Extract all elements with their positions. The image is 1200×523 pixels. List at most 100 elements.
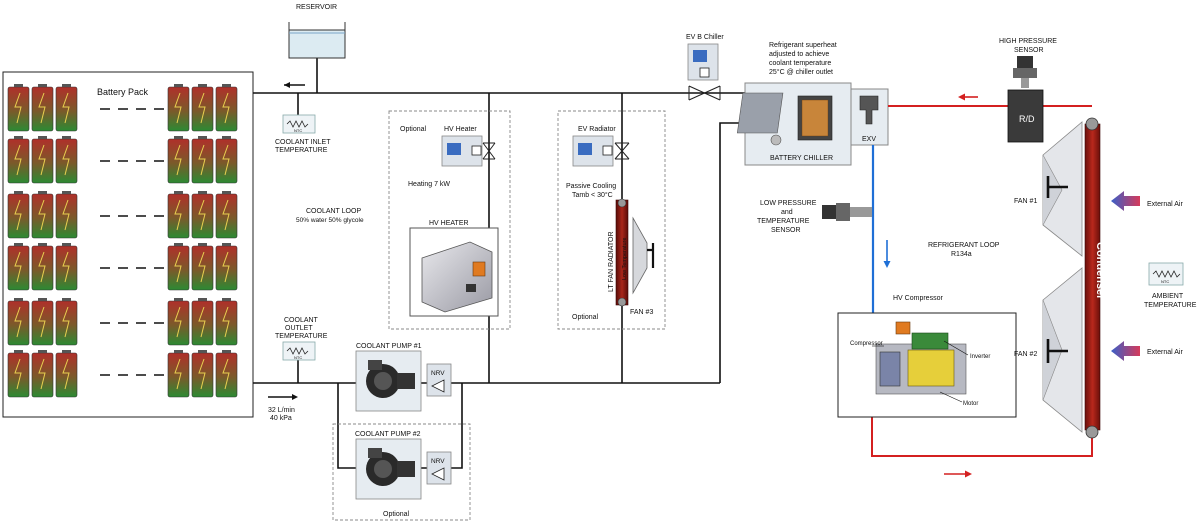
- coolant-pump-1-icon: [366, 360, 415, 398]
- battery-cell: [167, 352, 190, 398]
- battery-cell-bolt: [38, 199, 46, 231]
- battery-cell-bolt: [198, 251, 206, 283]
- external-air-arrow-1: [1111, 191, 1140, 211]
- pressure-label: 40 kPa: [270, 415, 292, 422]
- refrigerant-loop-label-1: REFRIGERANT LOOP: [928, 242, 1000, 249]
- nrv-1-label: NRV: [431, 370, 445, 377]
- battery-cell-terminal: [14, 84, 23, 87]
- nrv-2-box: [426, 451, 452, 485]
- battery-cell-bolt: [14, 92, 22, 124]
- battery-cell-terminal: [198, 191, 207, 194]
- battery-cell: [215, 193, 238, 239]
- coolant-pump-2-label: COOLANT PUMP #2: [355, 431, 421, 438]
- refrigerant-loop-label-2: R134a: [951, 251, 972, 258]
- battery-pack-label: Battery Pack: [97, 87, 149, 97]
- battery-cell: [55, 352, 78, 398]
- battery-cell-terminal: [14, 298, 23, 301]
- battery-cell-bolt: [198, 92, 206, 124]
- condenser-label: Condenser: [1094, 242, 1106, 300]
- external-air-label-2: External Air: [1147, 349, 1183, 356]
- battery-cell-terminal: [222, 350, 231, 353]
- hv-heater-valve-icon: [482, 142, 496, 160]
- battery-cell: [191, 245, 214, 291]
- battery-cell: [7, 245, 30, 291]
- low-pressure-label-1: LOW PRESSURE: [760, 200, 817, 207]
- nrv-2-icon: [431, 467, 445, 481]
- battery-cell: [167, 86, 190, 132]
- battery-cell-terminal: [38, 84, 47, 87]
- battery-cell-terminal: [38, 136, 47, 139]
- ev-b-chiller-label: EV B Chiller: [686, 34, 724, 41]
- battery-cell-bolt: [62, 92, 70, 124]
- battery-cell-bolt: [62, 251, 70, 283]
- hv-compressor-image: [872, 321, 969, 403]
- condenser-fan-1-icon: [1042, 121, 1083, 257]
- hv-heater-optional-box: [388, 110, 511, 330]
- battery-cell-bolt: [14, 306, 22, 338]
- battery-cell-terminal: [222, 298, 231, 301]
- flow-rate-label: 32 L/min: [268, 407, 295, 414]
- reservoir-label: RESERVOIR: [296, 4, 337, 11]
- battery-cell-bolt: [222, 251, 230, 283]
- high-pressure-label-1: HIGH PRESSURE: [999, 38, 1057, 45]
- battery-cell-terminal: [62, 350, 71, 353]
- condenser-fan-2-icon: [1042, 267, 1083, 433]
- battery-cell-bolt: [38, 144, 46, 176]
- battery-cell-terminal: [62, 298, 71, 301]
- battery-cell-terminal: [62, 84, 71, 87]
- low-pressure-label-4: SENSOR: [771, 227, 801, 234]
- battery-cell: [31, 138, 54, 184]
- heating-power-label: Heating 7 kW: [408, 181, 450, 188]
- battery-cell-terminal: [62, 243, 71, 246]
- battery-cell: [215, 138, 238, 184]
- ev-radiator-optional-label: Optional: [572, 314, 599, 321]
- battery-cell: [215, 352, 238, 398]
- battery-cell: [31, 300, 54, 346]
- reservoir-tank: [288, 29, 346, 59]
- battery-cell-bolt: [38, 251, 46, 283]
- battery-cell-terminal: [174, 350, 183, 353]
- low-temperature-label: Low Temperature: [622, 238, 628, 280]
- ev-b-chiller-valve-icon: [688, 85, 721, 101]
- battery-cell-bolt: [14, 144, 22, 176]
- battery-cell: [31, 352, 54, 398]
- battery-cell-terminal: [14, 191, 23, 194]
- battery-cell-terminal: [198, 136, 207, 139]
- fan-3-label: FAN #3: [630, 309, 653, 316]
- battery-cells: [7, 84, 238, 398]
- hv-heater-valve-actuator: [441, 135, 483, 167]
- coolant-pump-2-optional-label: Optional: [383, 511, 410, 518]
- battery-cell-terminal: [198, 84, 207, 87]
- battery-cell-bolt: [14, 358, 22, 390]
- coolant-loop-label-2: 50% water 50% glycole: [296, 217, 364, 224]
- battery-cell-bolt: [222, 144, 230, 176]
- passive-cooling-label-2: Tamb < 30°C: [572, 191, 613, 199]
- battery-cell: [167, 245, 190, 291]
- battery-cell-bolt: [38, 306, 46, 338]
- battery-cell-bolt: [198, 144, 206, 176]
- battery-cell-terminal: [14, 136, 23, 139]
- battery-cell-bolt: [222, 199, 230, 231]
- battery-cell: [191, 138, 214, 184]
- nrv-1-box: [426, 363, 452, 397]
- lt-fan-radiator-label: LT FAN RADIATOR: [608, 231, 615, 292]
- battery-cell-terminal: [38, 350, 47, 353]
- battery-cell-terminal: [222, 243, 231, 246]
- battery-cell-bolt: [198, 199, 206, 231]
- battery-cell: [191, 300, 214, 346]
- battery-cell-terminal: [62, 191, 71, 194]
- battery-cell-bolt: [174, 144, 182, 176]
- battery-cell-bolt: [14, 199, 22, 231]
- battery-cell-terminal: [174, 191, 183, 194]
- ev-radiator-valve-actuator: [572, 135, 614, 167]
- refrigerant-hot-lines: [871, 93, 1093, 478]
- coolant-outlet-label-3: TEMPERATURE: [275, 333, 328, 340]
- battery-cell-bolt: [38, 358, 46, 390]
- battery-cell-bolt: [62, 306, 70, 338]
- ev-radiator-valve-icon: [614, 142, 630, 160]
- nrv-2-label: NRV: [431, 458, 445, 465]
- battery-cell-bolt: [198, 306, 206, 338]
- battery-cell-terminal: [62, 136, 71, 139]
- fan-1-label: FAN #1: [1014, 198, 1037, 205]
- battery-cell-terminal: [222, 136, 231, 139]
